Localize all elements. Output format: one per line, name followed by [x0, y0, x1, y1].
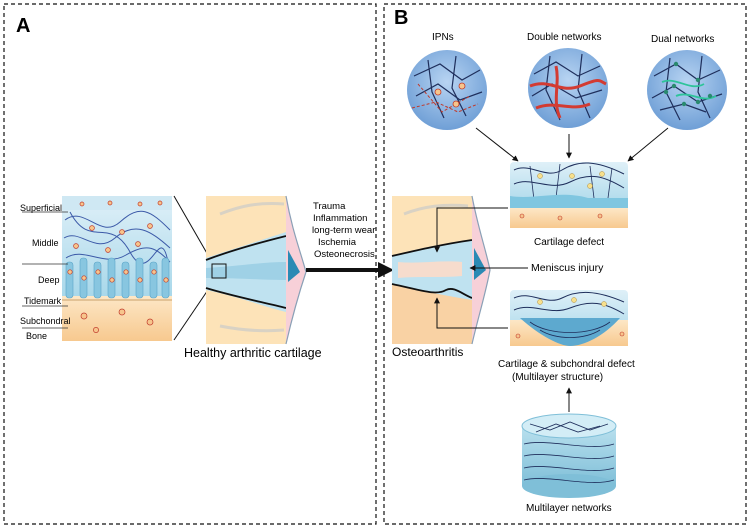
layer-label-middle: Middle [32, 238, 59, 248]
cause-long-term-wear: long-term wear [312, 225, 375, 236]
layer-label-tidemark: Tidemark [24, 296, 62, 306]
panel-a-frame [3, 3, 377, 525]
layer-label-bone: Bone [26, 331, 47, 341]
multilayer-network-cylinder [521, 413, 617, 498]
label-dual-networks: Dual networks [651, 34, 714, 45]
panel-b-letter: B [394, 7, 408, 29]
panel-a-letter: A [16, 15, 30, 37]
label-ipns: IPNs [432, 32, 454, 43]
cause-inflammation: Inflammation [313, 213, 367, 224]
pointer-composite-defect [434, 297, 508, 329]
healthy-joint-illustration [205, 195, 307, 345]
label-double-networks: Double networks [527, 32, 601, 43]
layer-label-superficial: Superficial [20, 203, 62, 213]
composite-defect-label-line2: (Multilayer structure) [512, 372, 603, 383]
cartilage-defect-block [510, 162, 628, 228]
meniscus-injury-label: Meniscus injury [531, 262, 604, 274]
transition-arrow-head [378, 262, 394, 278]
layer-label-lines [22, 211, 68, 329]
ipn-network-circle [407, 50, 487, 130]
composite-defect-label-line1: Cartilage & subchondral defect [498, 359, 635, 370]
arrow-ipns-to-defect [475, 127, 519, 162]
cause-osteonecrosis: Osteonecrosis [314, 249, 375, 260]
cartilage-defect-label: Cartilage defect [534, 237, 604, 248]
multilayer-networks-label: Multilayer networks [526, 503, 612, 514]
cartilage-layer-block [62, 196, 172, 341]
cause-trauma: Trauma [313, 201, 346, 212]
composite-defect-block [510, 290, 628, 346]
layer-label-deep: Deep [38, 275, 60, 285]
double-network-circle [528, 48, 608, 128]
osteoarthritis-label: Osteoarthritis [392, 345, 463, 359]
cause-ischemia: Ischemia [318, 237, 357, 248]
zoom-lines [173, 195, 213, 341]
osteoarthritis-joint-illustration [391, 195, 491, 345]
layer-label-subchondral: Subchondral [20, 316, 71, 326]
healthy-cartilage-caption: Healthy arthritic cartilage [184, 346, 322, 360]
pointer-cartilage-defect [434, 207, 508, 253]
dual-network-circle [647, 50, 727, 130]
arrow-dual-to-defect [627, 127, 669, 162]
